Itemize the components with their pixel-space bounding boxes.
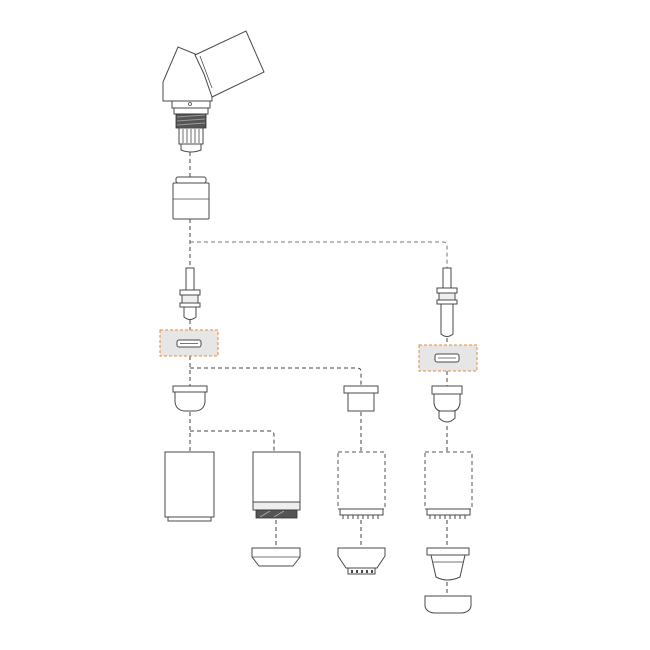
end-cap-body [424,595,472,614]
connector-to-right-branch [190,241,448,268]
base-4 [426,547,470,581]
tube-2-band [252,501,301,511]
viewer-head-ring [173,107,209,115]
viewer-head-thread-lines [176,114,206,126]
base-2 [251,547,301,567]
tube-3 [337,451,386,519]
cap-right-rim [431,385,463,395]
tube-4 [424,451,473,519]
viewer-head-knurl-lines [182,129,200,143]
adapter-right-thread [438,292,456,301]
adapter-right [436,267,458,337]
tube-1-body [164,451,215,518]
tube-2 [252,451,301,519]
tube-1-foot [167,516,212,522]
base-3-body [337,547,386,569]
connector-to-second-tube [190,430,275,452]
cap-left [172,385,208,412]
base-4-rim [426,547,470,556]
base-4-body [430,554,466,581]
slot-left-highlight[interactable] [159,329,219,357]
adapter-left-collar [179,289,201,296]
viewer-head [162,30,265,153]
tube-4-teeth [429,515,466,519]
viewer-head-tip [180,143,202,153]
cap-right [431,385,463,423]
tube-3-ring [339,508,384,516]
tube-4-ring [426,508,471,516]
adapter-left-rod [185,267,195,291]
cap-right-body [433,393,461,412]
viewer-head-tube [194,30,265,98]
adapter-right-rod [442,267,452,289]
end-cap [424,595,472,614]
viewer-head-dot [188,102,192,106]
adapter-right-collar [436,287,458,294]
tube-2-thread-lines [259,510,285,518]
adapter-right-ring [436,299,458,305]
adapter-left [179,267,201,320]
coupler-cap [175,176,207,184]
adapter-left-tip [183,306,197,320]
adapter-right-tip [440,303,454,337]
adapter-left-ring [179,302,201,308]
cap-left-body [174,391,206,412]
cap-right-nozzle [438,410,456,423]
tube-3-teeth [342,515,379,519]
base-3-vents [351,570,373,573]
adapter-left-thread [181,294,199,304]
cap-mid [343,385,379,412]
cap-mid-body [347,392,375,412]
slot-right[interactable] [418,344,478,372]
cap-mid-rim [343,385,379,394]
viewer-head-edge [199,55,213,89]
tube-3-body [337,451,386,510]
coupler-body [172,182,210,220]
slot-left[interactable] [159,329,219,357]
tube-4-body [424,451,473,510]
base-3 [337,547,386,575]
connector-lines [189,152,448,596]
cap-left-rim [172,385,208,393]
tube-2-body [252,451,301,503]
coupler [172,176,210,220]
tube-1 [164,451,215,522]
tube-2-thread [255,509,298,519]
connector-to-mid-cap [190,367,362,386]
